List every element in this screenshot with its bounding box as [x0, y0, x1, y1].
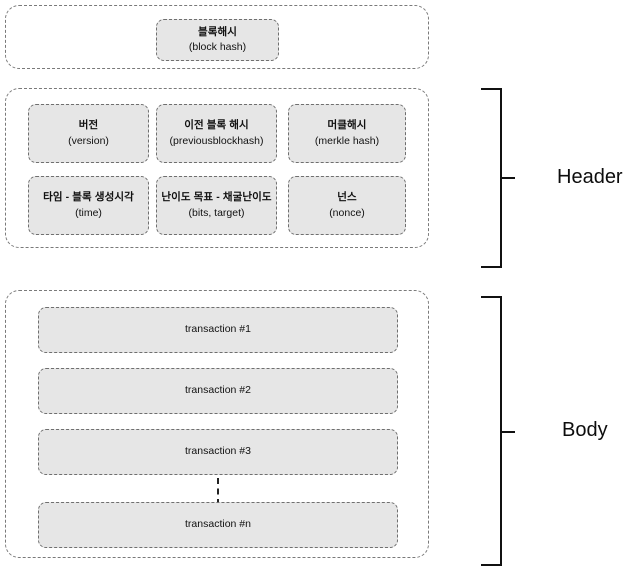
transaction-row: transaction #3	[38, 429, 398, 475]
bracket-top-arm	[481, 296, 502, 298]
time-label-en: (time)	[75, 206, 102, 219]
header-cell-bits-target: 난이도 목표 - 채굴난이도 (bits, target)	[156, 176, 277, 235]
vertical-dashed-ellipsis-icon	[217, 478, 219, 505]
transaction-label: transaction #3	[185, 445, 251, 458]
header-cell-merkle-hash: 머클해시 (merkle hash)	[288, 104, 406, 163]
header-group: 버전 (version) 이전 블록 해시 (previousblockhash…	[5, 88, 429, 248]
transaction-row: transaction #1	[38, 307, 398, 353]
block-hash-cell: 블록해시 (block hash)	[156, 19, 279, 61]
bracket-bottom-arm	[481, 564, 502, 566]
transaction-row: transaction #2	[38, 368, 398, 414]
transaction-row: transaction #n	[38, 502, 398, 548]
header-cell-nonce: 넌스 (nonce)	[288, 176, 406, 235]
bracket-top-arm	[481, 88, 502, 90]
transaction-label: transaction #2	[185, 384, 251, 397]
header-cell-version: 버전 (version)	[28, 104, 149, 163]
header-cell-time: 타임 - 블록 생성시각 (time)	[28, 176, 149, 235]
previousblockhash-label-en: (previousblockhash)	[169, 134, 264, 147]
previousblockhash-label-ko: 이전 블록 해시	[184, 119, 249, 132]
bits-target-label-ko: 난이도 목표 - 채굴난이도	[161, 191, 272, 204]
block-hash-label-ko: 블록해시	[197, 25, 238, 38]
merkle-hash-label-en: (merkle hash)	[314, 134, 380, 147]
nonce-label-ko: 넌스	[337, 191, 357, 204]
bracket-center-tick	[500, 177, 515, 179]
body-bracket-icon	[481, 296, 517, 566]
block-hash-label-en: (block hash)	[188, 41, 247, 53]
time-label-ko: 타임 - 블록 생성시각	[43, 191, 134, 204]
nonce-label-en: (nonce)	[329, 206, 365, 219]
block-hash-group: 블록해시 (block hash)	[5, 5, 429, 69]
bracket-center-tick	[500, 431, 515, 433]
merkle-hash-label-ko: 머클해시	[327, 119, 367, 132]
version-label-en: (version)	[68, 134, 109, 147]
transaction-label: transaction #1	[185, 323, 251, 336]
body-group: transaction #1 transaction #2 transactio…	[5, 290, 429, 558]
transaction-label: transaction #n	[185, 518, 251, 531]
version-label-ko: 버전	[78, 119, 99, 132]
bits-target-label-en: (bits, target)	[188, 206, 245, 219]
body-section-label: Body	[562, 419, 608, 441]
header-cell-previousblockhash: 이전 블록 해시 (previousblockhash)	[156, 104, 277, 163]
bracket-bottom-arm	[481, 266, 502, 268]
header-bracket-icon	[481, 88, 517, 268]
header-section-label: Header	[557, 166, 623, 188]
